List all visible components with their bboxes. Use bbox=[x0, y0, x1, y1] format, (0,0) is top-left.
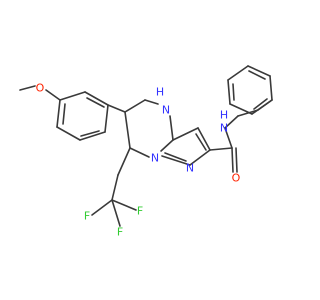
ring-nh-nitrogen-label: N bbox=[162, 104, 170, 117]
pyrazole-n2-label: N bbox=[186, 162, 194, 175]
bond bbox=[169, 115, 174, 141]
bond bbox=[224, 127, 233, 149]
molecule-structure: O H N N N O H N F F F bbox=[19, 65, 273, 239]
bond bbox=[227, 65, 249, 81]
bond bbox=[19, 85, 36, 91]
bond bbox=[229, 103, 253, 115]
bond bbox=[129, 147, 150, 158]
bond bbox=[59, 91, 86, 101]
bond bbox=[172, 127, 199, 141]
bond bbox=[56, 126, 81, 141]
bond bbox=[160, 139, 174, 152]
bond bbox=[91, 199, 113, 216]
bond bbox=[80, 130, 100, 137]
bond bbox=[231, 147, 234, 173]
bond bbox=[111, 199, 121, 227]
bond bbox=[189, 149, 211, 166]
bond bbox=[248, 70, 266, 80]
bond bbox=[84, 91, 109, 106]
bond bbox=[104, 104, 109, 133]
bond bbox=[195, 133, 207, 151]
bond bbox=[161, 155, 191, 166]
fluorine-label: F bbox=[137, 205, 143, 218]
bond bbox=[117, 147, 131, 176]
bond bbox=[56, 99, 61, 128]
fluorine-label: F bbox=[84, 210, 90, 223]
methoxy-oxygen-label: O bbox=[36, 82, 45, 95]
bond bbox=[227, 79, 231, 105]
bond bbox=[124, 99, 146, 113]
bond bbox=[107, 104, 126, 113]
bond bbox=[124, 111, 131, 149]
bond bbox=[224, 115, 239, 129]
bond bbox=[269, 75, 273, 101]
bond bbox=[232, 83, 235, 101]
amide-nh-nitrogen-label: N bbox=[220, 122, 228, 135]
bond bbox=[251, 99, 273, 115]
amide-oxygen-label: O bbox=[232, 172, 241, 185]
ring-nh-hydrogen-label: H bbox=[156, 86, 164, 99]
bond bbox=[144, 99, 159, 105]
bond bbox=[111, 174, 119, 201]
pyrazole-n1-label: N bbox=[151, 152, 159, 165]
bond bbox=[197, 127, 211, 151]
bond bbox=[86, 97, 105, 108]
bond bbox=[79, 131, 106, 141]
bond bbox=[253, 98, 268, 110]
bond bbox=[164, 152, 187, 162]
fluorine-label: F bbox=[117, 226, 123, 239]
bond bbox=[111, 199, 137, 211]
bond bbox=[45, 89, 61, 101]
bond bbox=[247, 65, 271, 77]
amide-nh-hydrogen-label: H bbox=[220, 109, 228, 122]
bond bbox=[209, 147, 233, 151]
bond bbox=[235, 147, 238, 173]
bond bbox=[62, 103, 66, 125]
